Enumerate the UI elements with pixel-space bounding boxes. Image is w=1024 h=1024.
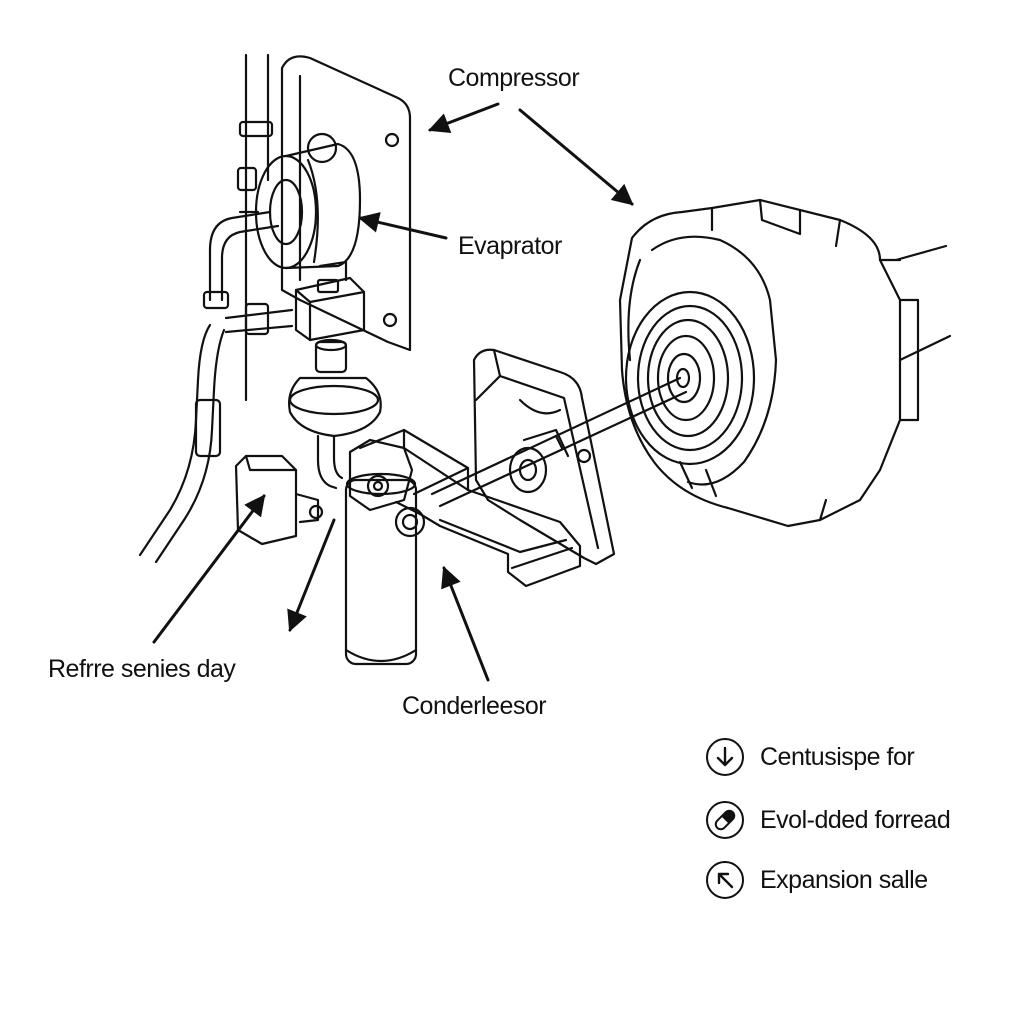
up-left-arrow-icon: [706, 861, 744, 899]
sensor-box: [234, 454, 324, 546]
evaporator-label: Evaprator: [458, 232, 562, 260]
evaporator-part: [238, 142, 362, 270]
legend-item: Evol-dded forread: [706, 798, 951, 842]
legend-item: Centusispe for: [706, 735, 915, 779]
legend-item: Expansion salle: [706, 858, 928, 902]
mounting-plate: [280, 55, 412, 352]
compressor-label: Compressor: [448, 64, 580, 92]
valve-block: [294, 260, 366, 342]
refrigerant-arrow: [152, 494, 266, 644]
pill-icon: [706, 801, 744, 839]
rear-plate: [472, 348, 616, 566]
receiver-drier: [344, 438, 426, 666]
condenser-arrow: [441, 566, 490, 682]
expansion-valve: [288, 338, 382, 490]
down-arrow-icon: [706, 738, 744, 776]
compressor-arrow-right: [518, 108, 634, 206]
legend-label: Evol-dded forread: [760, 805, 951, 834]
callout-arrows: [152, 102, 634, 682]
condenser-label: Conderleesor: [402, 692, 547, 720]
refrigerant-pipes: [138, 53, 294, 564]
compressor-bracket: [358, 428, 582, 588]
legend-label: Centusispe for: [760, 742, 915, 771]
evaporator-arrow: [357, 212, 448, 240]
compressor-part: [618, 198, 952, 528]
compressor-arrow-left: [428, 102, 500, 134]
refrigerant-label: Refrre senies day: [48, 655, 236, 683]
flow-arrow-down: [287, 518, 336, 632]
legend-label: Expansion salle: [760, 865, 928, 894]
